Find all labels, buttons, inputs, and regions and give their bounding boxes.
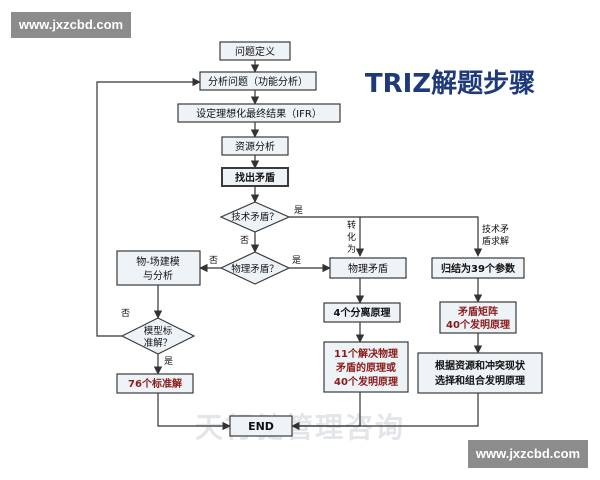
step-model-label-2: 准解？	[144, 337, 173, 349]
step-eleven-box	[323, 341, 409, 393]
step-model-label-1: 模型标	[144, 325, 173, 337]
step-std76-box	[116, 373, 194, 394]
step-sufield-label-1: 物-场建模	[136, 255, 180, 268]
watermark-bottom-text: www.jxzcbd.com	[475, 446, 581, 461]
edge-model-no	[96, 77, 201, 337]
step-matrix-label-1: 矛盾矩阵	[457, 305, 498, 318]
watermark-top: www.jxzcbd.com	[11, 12, 131, 38]
step-phys-label: 物理矛盾？	[231, 263, 279, 275]
step-define-box	[219, 41, 291, 61]
step-select-box	[417, 352, 543, 394]
step-matrix-box	[439, 301, 517, 334]
step-ifr-label: 设定理想化最终结果（IFR）	[196, 107, 322, 120]
step-analyze-box	[199, 71, 317, 91]
step-select-label-1: 根据资源和冲突现状	[435, 359, 526, 372]
step-phys-box-label: 物理矛盾	[348, 262, 388, 275]
label-model-no: 否	[121, 308, 130, 319]
label-phys-yes: 是	[292, 255, 301, 266]
edge-std76-end	[157, 393, 231, 431]
watermark-center: 天行健管理咨询	[195, 411, 405, 444]
step-sep-label: 4个分离原理	[334, 306, 391, 319]
label-tech-solve-2: 盾求解	[482, 235, 509, 247]
step-sufield-box	[116, 250, 201, 286]
edge-tech-yes	[289, 216, 483, 257]
step-eleven-label-2: 矛盾的原理或	[335, 361, 396, 374]
step-tech-decision	[219, 201, 291, 233]
label-convert-2: 化	[347, 231, 356, 243]
step-sep-box	[323, 302, 401, 323]
step-analyze-label: 分析问题（功能分析）	[208, 75, 308, 88]
step-end-box	[229, 415, 293, 437]
step-tech-label: 技术矛盾？	[231, 211, 279, 223]
step-eleven-label-3: 40个发明原理	[334, 375, 398, 388]
watermark-bottom: www.jxzcbd.com	[468, 440, 588, 468]
label-phys-no: 否	[209, 255, 218, 266]
edge-select-end	[292, 393, 479, 427]
step-sufield-label-2: 与分析	[143, 269, 173, 282]
step-model-decision	[120, 317, 196, 355]
step-resource-box	[221, 136, 289, 156]
step-phys-decision	[219, 251, 291, 285]
label-convert-3: 为	[347, 243, 356, 255]
label-model-yes: 是	[164, 356, 173, 367]
step-define-label: 问题定义	[235, 45, 275, 58]
step-ifr-box	[177, 103, 341, 123]
step-matrix-label-2: 40个发明原理	[446, 318, 510, 331]
step-end-label: END	[248, 420, 274, 433]
step-phys-box	[329, 257, 407, 279]
step-param-label: 归结为39个参数	[441, 262, 516, 275]
step-std76-label: 76个标准解	[128, 377, 182, 390]
label-convert-1: 转	[347, 219, 356, 231]
step-resource-label: 资源分析	[235, 140, 275, 153]
step-eleven-label-1: 11个解决物理	[334, 347, 398, 360]
label-tech-solve-1: 技术矛	[482, 223, 509, 235]
watermark-top-text: www.jxzcbd.com	[18, 17, 124, 32]
label-tech-no: 否	[240, 235, 249, 246]
step-select-label-2: 选择和组合发明原理	[435, 374, 525, 387]
step-find-label: 找出矛盾	[235, 171, 275, 184]
diagram-title: TRIZ解题步骤	[365, 68, 535, 99]
label-tech-yes: 是	[294, 205, 303, 216]
step-find-box	[221, 167, 289, 187]
step-param-box	[431, 257, 525, 279]
